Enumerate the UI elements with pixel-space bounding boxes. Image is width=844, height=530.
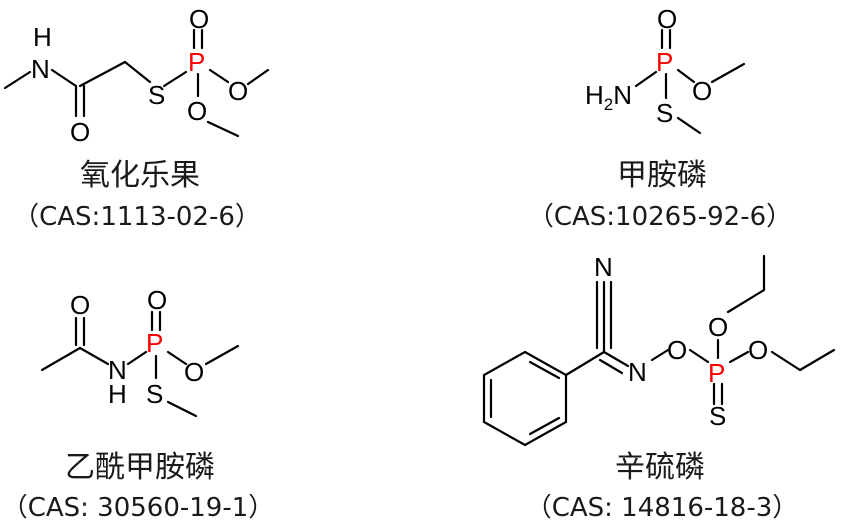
atom-carbonyl-oxygen: O (70, 117, 90, 147)
atom-ester-oxygen: O (184, 357, 204, 387)
atom-amide-nitrogen: N (108, 355, 127, 385)
compound-name: 乙酰甲胺磷 (65, 450, 215, 485)
atom-phosphorus: P (146, 328, 163, 358)
atom-phosphoryl-oxygen: O (147, 285, 167, 315)
cas-number: （CAS:1113-02-6） (13, 202, 261, 232)
cas-number: （CAS:10265-92-6） (528, 202, 792, 232)
compound-name: 甲胺磷 (617, 158, 707, 193)
atom-nitrile-nitrogen: N (594, 252, 613, 282)
atom-thiono-sulfur: S (709, 401, 726, 431)
atom-oxime-oxygen: O (667, 335, 687, 365)
atom-methoxy-oxygen: O (187, 96, 207, 126)
atom-imine-nitrogen: N (628, 357, 647, 387)
atom-nh-hydrogen: H (108, 379, 127, 409)
cas-number: （CAS: 14816-18-3） (526, 493, 799, 523)
atom-sulfur: S (656, 98, 673, 128)
compound-name: 辛硫磷 (615, 450, 705, 485)
atom-ester-oxygen: O (228, 76, 248, 106)
compound-name: 氧化乐果 (80, 158, 200, 193)
atom-ethoxy-oxygen-right: O (748, 335, 768, 365)
atom-sulfur: S (146, 379, 163, 409)
atom-phosphoryl-oxygen: O (657, 4, 677, 34)
atom-ester-oxygen: O (692, 76, 712, 106)
atom-acetyl-oxygen: O (70, 290, 90, 320)
atom-ethoxy-oxygen-upper: O (708, 312, 728, 342)
cas-number: （CAS: 30560-19-1） (2, 493, 275, 523)
atom-amide-nitrogen: N (31, 54, 50, 84)
atom-nh-hydrogen: H (33, 22, 52, 52)
atom-amine-hydrogen: H2N (585, 80, 632, 114)
atom-phosphoryl-oxygen: O (189, 4, 209, 34)
structure-phoxim: N N O P O O S (482, 252, 836, 447)
atom-phosphorus: P (708, 358, 725, 388)
structure-acephate: O N H P O O S (40, 285, 240, 418)
atom-phosphorus: P (656, 47, 673, 77)
atom-sulfur: S (148, 80, 165, 110)
atom-phosphorus: P (188, 47, 205, 77)
structure-methamidophos: H2N P O O S (585, 4, 746, 135)
structure-omethoate: H N O S P O O O (3, 4, 270, 147)
